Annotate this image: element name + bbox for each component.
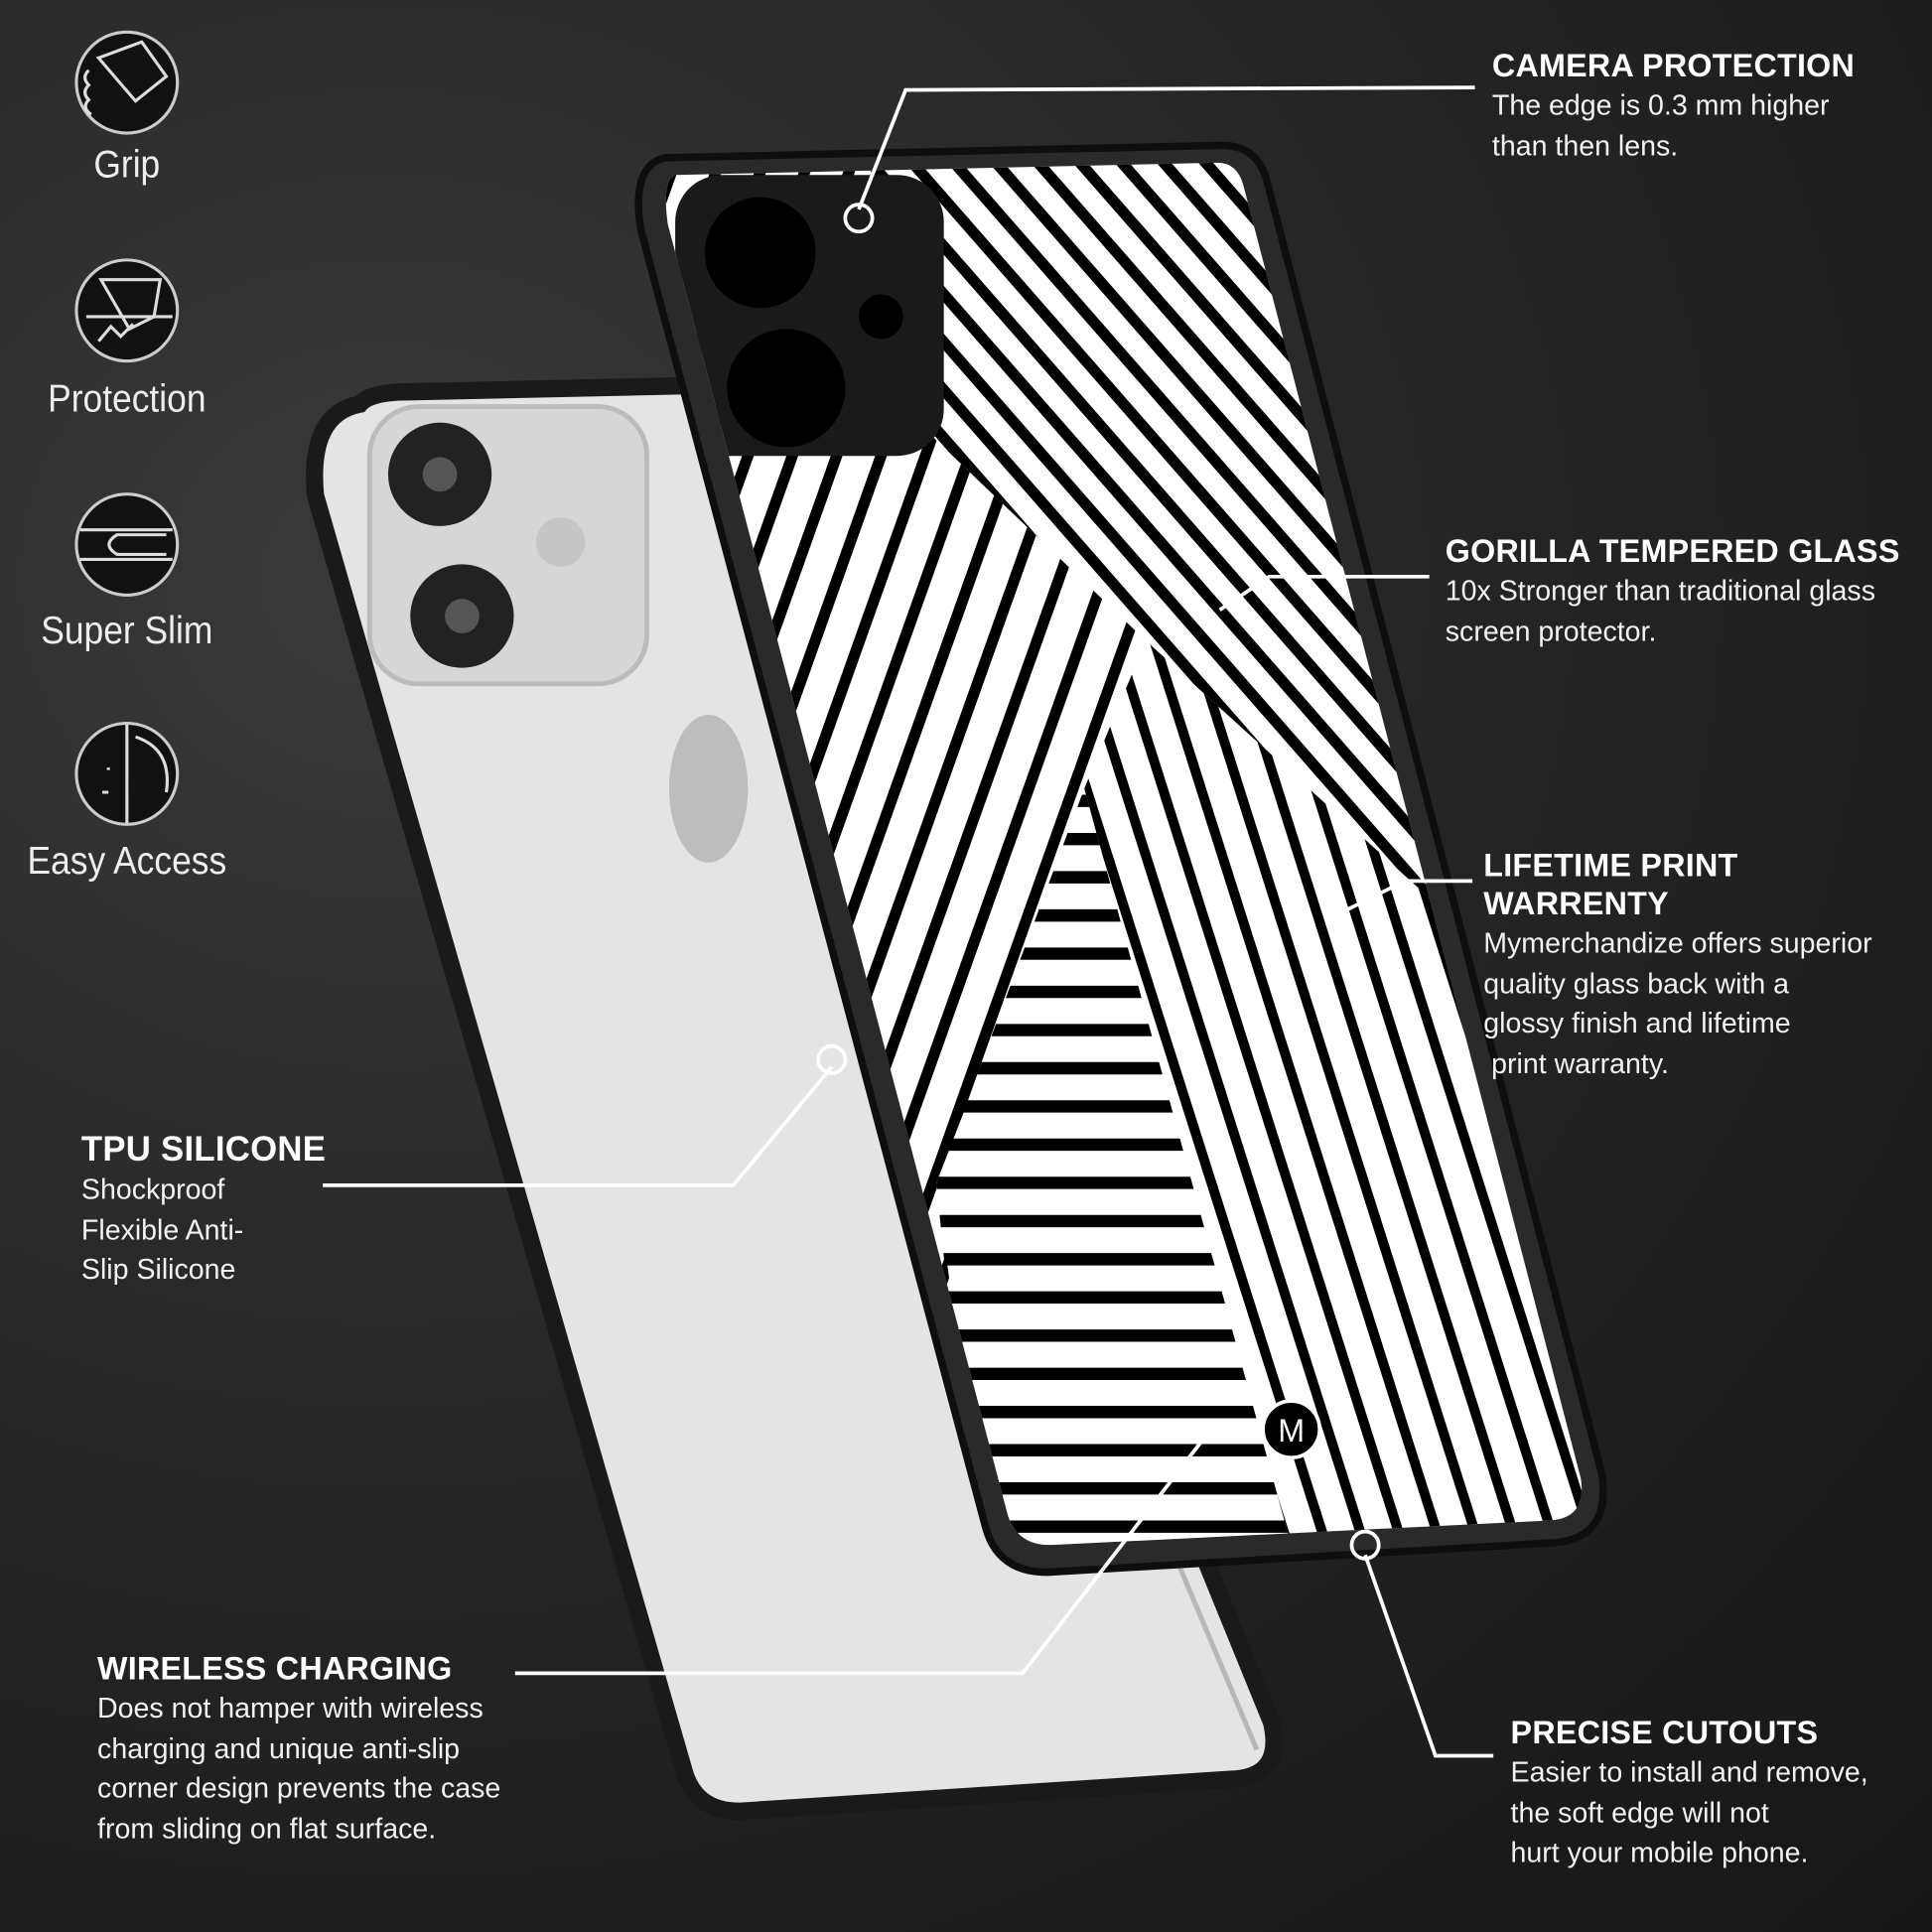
callout-text: Shockproof <box>80 1173 225 1205</box>
stripe <box>1554 640 1583 1546</box>
callout-title: PRECISE CUTOUTS <box>1510 1714 1819 1751</box>
callout-text: 10x Stronger than traditional glass <box>1445 574 1875 607</box>
callout-title: CAMERA PROTECTION <box>1491 47 1856 84</box>
stripe <box>1134 640 1464 1546</box>
lens-cutout <box>727 329 846 448</box>
callout-title: TPU SILICONE <box>80 1130 327 1169</box>
brand-logo <box>1261 1399 1322 1460</box>
callout-text: Slip Silicone <box>80 1253 236 1286</box>
slim-edge-icon <box>74 492 180 597</box>
callout-text: than then lens. <box>1491 128 1679 161</box>
callout-text: glossy finish and lifetime <box>1483 1006 1791 1039</box>
stripe <box>1209 640 1541 1546</box>
callout-gorilla-glass: GORILLA TEMPERED GLASS 10x Stronger than… <box>1446 532 1900 650</box>
stripe <box>1596 592 1917 1602</box>
stripe <box>979 162 1451 918</box>
stripe <box>1172 640 1502 1546</box>
stripe <box>1864 592 1932 1602</box>
impact-protection-icon <box>74 258 180 363</box>
feature-label-protection: Protection <box>48 376 207 421</box>
callout-text: charging and unique anti-slip <box>97 1731 461 1764</box>
callout-lines <box>323 85 1494 1758</box>
svg-text:M: M <box>1278 1413 1305 1449</box>
stripe <box>1104 162 1451 918</box>
stripe <box>1902 592 1932 1602</box>
apple-logo-icon <box>668 714 749 863</box>
stripe <box>1146 162 1451 918</box>
callout-lifetime-print: LIFETIME PRINT WARRENTY Mymerchandize of… <box>1483 847 1932 1083</box>
callout-title: WIRELESS CHARGING <box>97 1649 453 1688</box>
callout-text: Does not hamper with wireless <box>97 1691 483 1725</box>
callout-text: hurt your mobile phone. <box>1510 1836 1809 1868</box>
stripe <box>1635 592 1932 1602</box>
callout-text: quality glass back with a <box>1483 966 1790 999</box>
stripe <box>1712 592 1932 1602</box>
stripe <box>1095 640 1426 1546</box>
stripe <box>1749 592 1932 1602</box>
callout-title: GORILLA TEMPERED GLASS <box>1445 532 1900 570</box>
callout-text: The edge is 0.3 mm higher <box>1491 88 1830 121</box>
stripe <box>1826 592 1932 1602</box>
callout-text: screen protector. <box>1445 614 1657 646</box>
callout-text: corner design prevents the case <box>97 1771 501 1804</box>
callout-dot <box>843 203 875 234</box>
callout-text: Easier to install and remove, <box>1510 1755 1868 1788</box>
callout-camera-protection: CAMERA PROTECTION The edge is 0.3 mm hig… <box>1492 47 1855 165</box>
stripe <box>895 162 1451 918</box>
feature-label-super-slim: Super Slim <box>41 609 213 652</box>
stripe <box>1788 592 1932 1602</box>
callout-text: print warranty. <box>1483 1046 1669 1079</box>
callout-text: the soft edge will not <box>1510 1795 1769 1829</box>
hand-grip-icon <box>74 30 180 135</box>
callout-text: Mymerchandize offers superior <box>1483 926 1872 959</box>
stripe <box>1673 592 1932 1602</box>
callout-wireless-charging: WIRELESS CHARGING Does not hamper with w… <box>97 1650 500 1849</box>
callout-text: from sliding on flat surface. <box>97 1811 437 1845</box>
lens-cutout <box>704 197 816 309</box>
callout-tpu-silicone: TPU SILICONE Shockproof Flexible Anti- S… <box>81 1130 326 1290</box>
feature-label-easy-access: Easy Access <box>27 839 227 883</box>
callout-title: LIFETIME PRINT WARRENTY <box>1483 846 1738 922</box>
stripe <box>1905 148 1932 936</box>
callout-text: Flexible Anti- <box>80 1212 244 1246</box>
callout-precise-cutouts: PRECISE CUTOUTS Easier to install and re… <box>1511 1714 1868 1871</box>
stripe <box>1084 640 1388 1546</box>
feature-label-grip: Grip <box>93 142 161 187</box>
stripe <box>936 162 1451 918</box>
callout-dot <box>1349 1529 1381 1561</box>
callout-dot <box>816 1043 848 1075</box>
finger-button-icon <box>74 721 180 826</box>
